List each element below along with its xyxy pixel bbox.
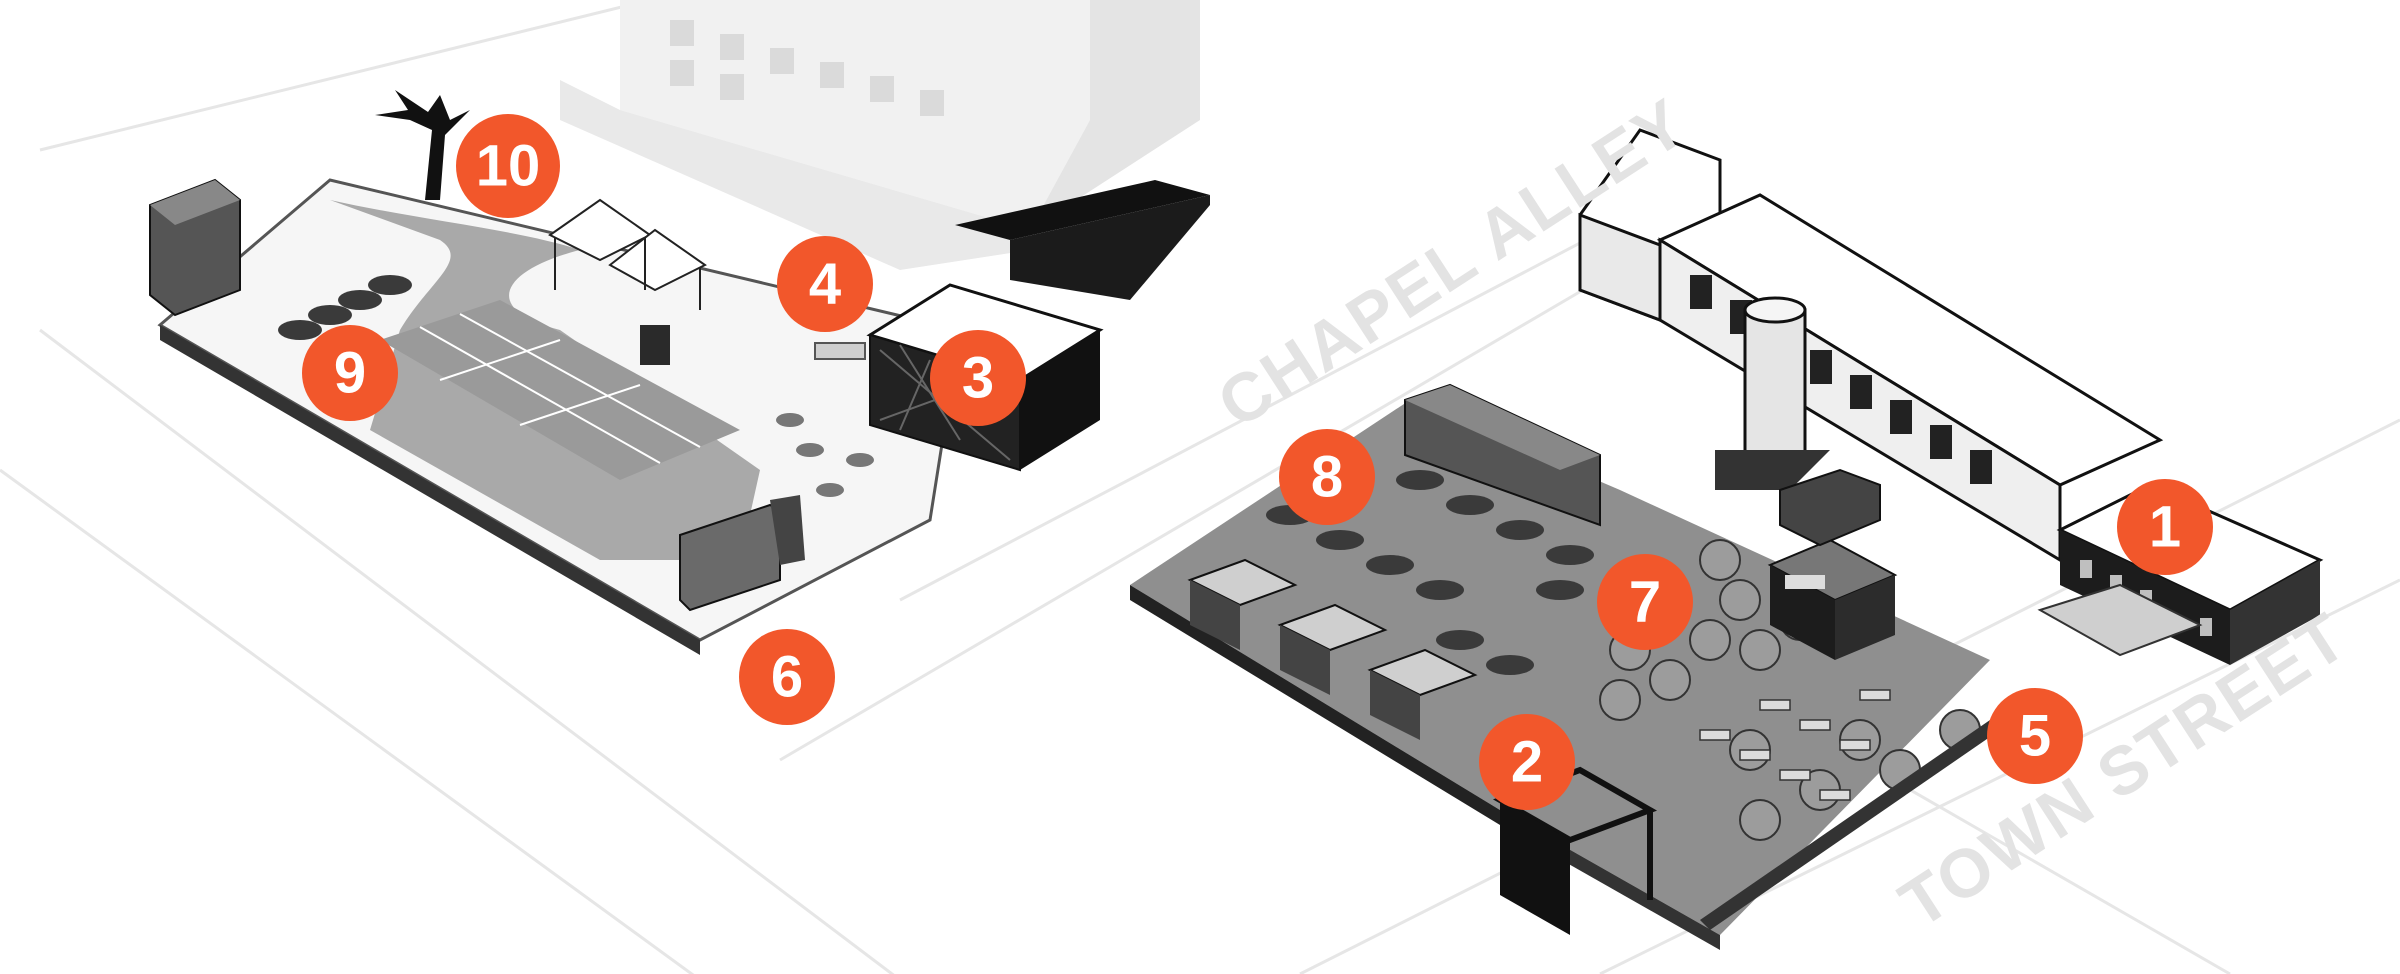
marker-7[interactable]: 7 (1597, 554, 1693, 650)
marker-6-label: 6 (771, 645, 803, 710)
marker-5[interactable]: 5 (1987, 688, 2083, 784)
marker-7-circle[interactable] (1597, 554, 1693, 650)
tents (548, 198, 707, 310)
marker-9[interactable]: 9 (302, 325, 398, 421)
marker-8-label: 8 (1311, 445, 1343, 510)
marker-4-label: 4 (809, 252, 841, 317)
cabanas (1187, 558, 1478, 740)
picnic-tables (1699, 689, 1891, 801)
marker-4[interactable]: 4 (777, 236, 873, 332)
marker-2-label: 2 (1511, 730, 1543, 795)
marker-1-label: 1 (2149, 495, 2181, 560)
marker-10-label: 10 (476, 134, 541, 199)
tables-left (776, 413, 874, 497)
right-lot (1130, 383, 2000, 950)
left-lot (149, 90, 962, 655)
marker-8[interactable]: 8 (1279, 429, 1375, 525)
marker-6[interactable]: 6 (739, 629, 835, 725)
background-warehouse (560, 0, 1200, 270)
marker-1[interactable]: 1 (2117, 479, 2213, 575)
pickleball-courts (380, 300, 740, 480)
marker-3-circle[interactable] (930, 330, 1026, 426)
marker-4-circle[interactable] (777, 236, 873, 332)
marker-3[interactable]: 3 (930, 330, 1026, 426)
marker-1-circle[interactable] (2117, 479, 2213, 575)
marker-3-label: 3 (962, 346, 994, 411)
marker-10[interactable]: 10 (456, 114, 560, 218)
marker-9-label: 9 (334, 341, 366, 406)
marker-5-label: 5 (2019, 704, 2051, 769)
marker-2[interactable]: 2 (1479, 714, 1575, 810)
marker-5-circle[interactable] (1987, 688, 2083, 784)
bar-building (814, 180, 1210, 472)
shipping-containers (149, 178, 805, 612)
umbrellas-left (278, 275, 412, 340)
tree-sculpture (375, 90, 470, 200)
marker-8-circle[interactable] (1279, 429, 1375, 525)
silo (1715, 296, 1830, 490)
marker-10-circle[interactable] (456, 114, 560, 218)
marker-9-circle[interactable] (302, 325, 398, 421)
marker-7-label: 7 (1629, 570, 1661, 635)
marker-6-circle[interactable] (739, 629, 835, 725)
marker-2-circle[interactable] (1479, 714, 1575, 810)
food-truck (1767, 538, 1898, 660)
